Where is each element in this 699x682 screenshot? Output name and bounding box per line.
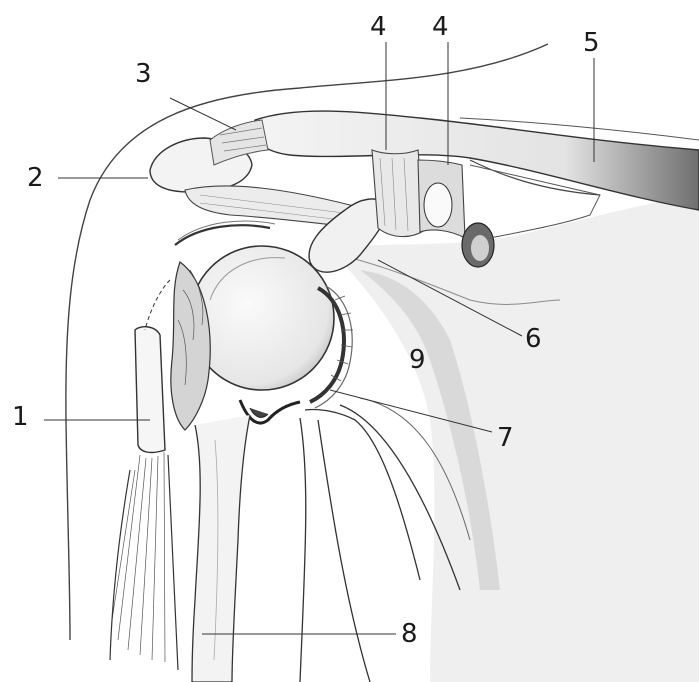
label-4-left: 4 [370,14,387,40]
label-6: 6 [525,326,542,352]
label-1: 1 [12,404,29,430]
clavicle [253,111,699,210]
label-8: 8 [401,621,418,647]
label-2: 2 [27,165,44,191]
humerus-shaft [192,415,250,682]
label-9: 9 [409,347,426,373]
label-4-right: 4 [432,14,449,40]
triceps-long-head [300,418,306,682]
humeral-head [190,246,334,390]
biceps-tendon [135,327,165,453]
biceps-fibres [112,452,165,662]
label-7: 7 [497,425,514,451]
coracoclavicular-ligament-1 [372,150,425,237]
label-3: 3 [135,61,152,87]
label-5: 5 [583,30,600,56]
